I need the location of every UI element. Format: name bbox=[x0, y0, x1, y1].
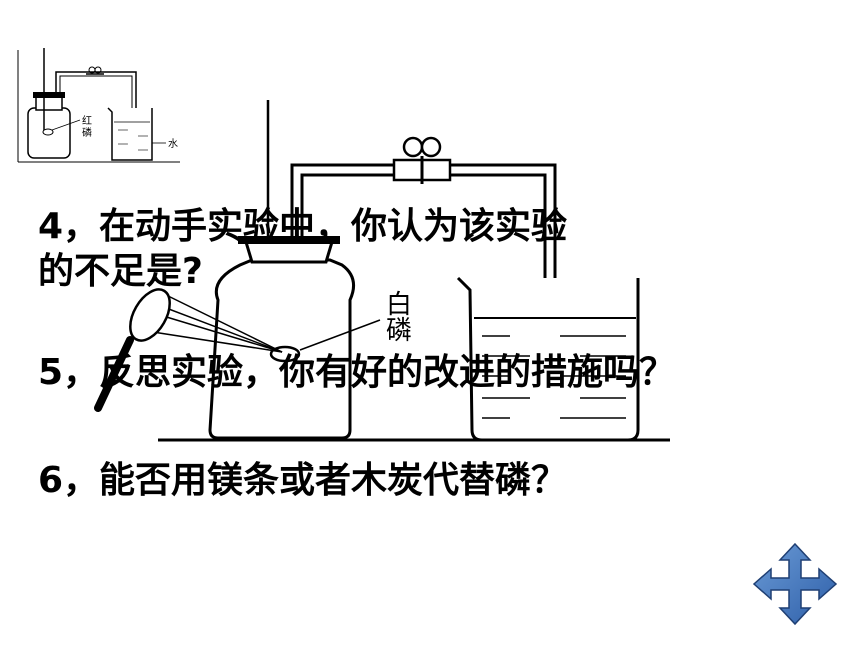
small-apparatus-diagram: 红 磷 水 bbox=[0, 0, 200, 170]
question-6-line1: 6，能否用镁条或者木炭代替磷？ bbox=[38, 460, 568, 501]
label-white-phosphorus: 白 磷 bbox=[384, 292, 414, 344]
question-4-line2: 的不足是? bbox=[38, 251, 203, 292]
label-white-1: 白 bbox=[385, 290, 412, 320]
label-red-2: 磷 bbox=[82, 126, 92, 139]
label-red-1: 红 bbox=[82, 114, 92, 127]
question-4: 4，在动手实验中，你认为该实验 的不足是? bbox=[38, 204, 567, 294]
label-water: 水 bbox=[168, 138, 178, 150]
question-6: 6，能否用镁条或者木炭代替磷？ bbox=[38, 458, 567, 503]
question-5: 5，反思实验，你有好的改进的措施吗？ bbox=[38, 350, 675, 395]
label-white-2: 磷 bbox=[385, 316, 412, 346]
question-4-line1: 4，在动手实验中，你认为该实验 bbox=[38, 206, 568, 247]
question-5-line1: 5，反思实验，你有好的改进的措施吗？ bbox=[38, 352, 676, 393]
move-arrows-icon[interactable] bbox=[750, 542, 840, 626]
